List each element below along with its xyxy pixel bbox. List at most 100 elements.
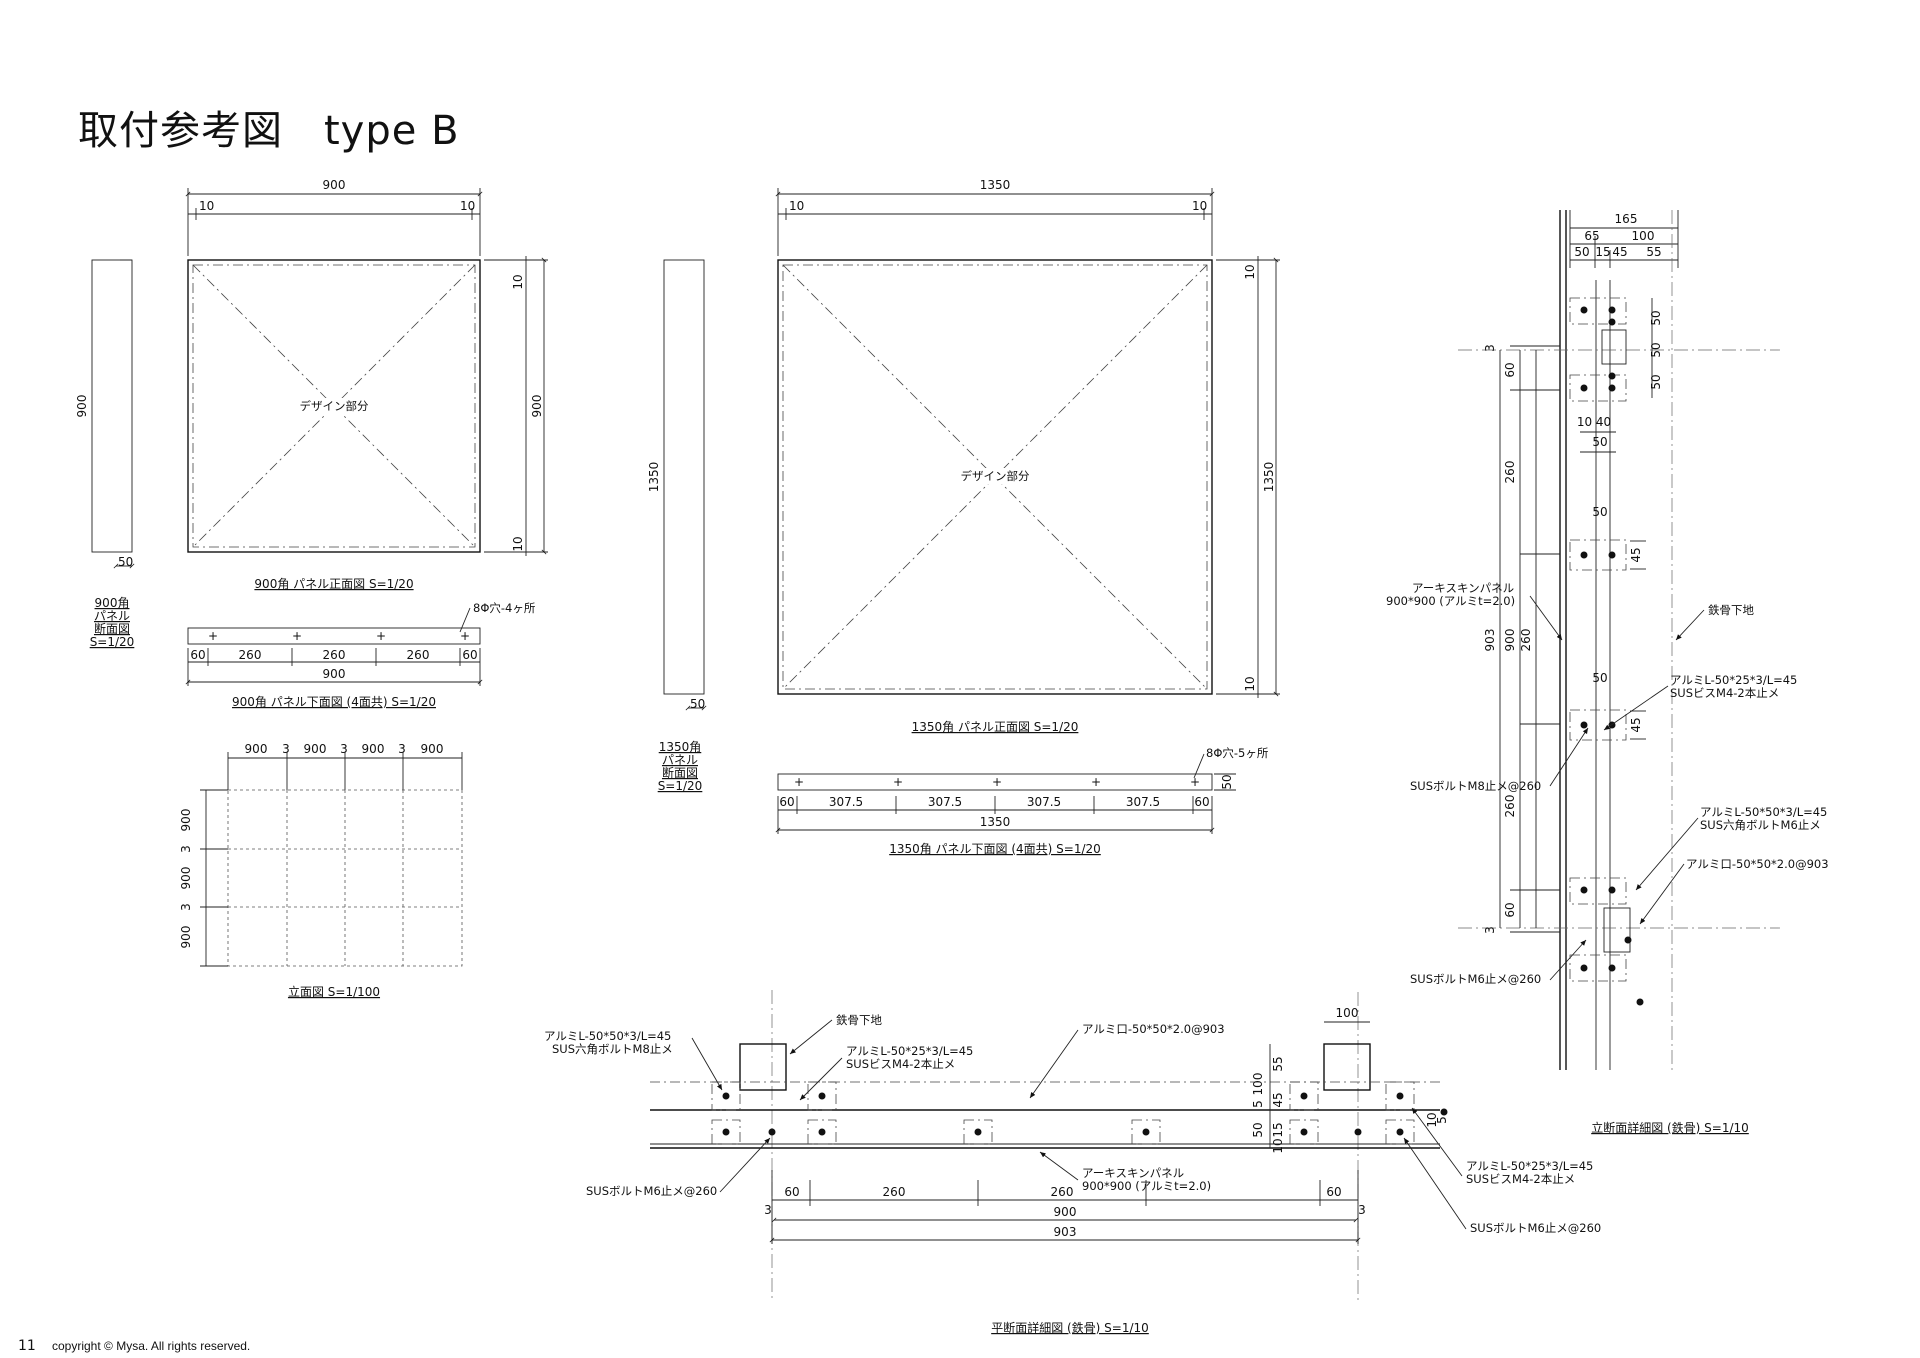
section-900-thickness: 50 (118, 555, 133, 569)
ps-bottom-3-right: 3 (1358, 1203, 1366, 1217)
vs-right-50a: 50 (1649, 310, 1663, 325)
dim-side-1350: 1350 (1262, 462, 1276, 493)
svg-text:+: + (208, 629, 218, 643)
bottom-900-dim-4: 260 (407, 648, 430, 662)
elev-dim-6: 3 (398, 742, 406, 756)
ps-right-15: 15 (1271, 1122, 1285, 1137)
plan-section-detail: アルミL-50*50*3/L=45 SUS六角ボルトM8止メ 鉄骨下地 アルミL… (544, 990, 1601, 1335)
vs-label-angle-large: アルミL-50*50*3/L=45 (1700, 805, 1827, 819)
svg-text:+: + (460, 629, 470, 643)
bottom-1350-dim-2: 307.5 (829, 795, 863, 809)
bottom-900-dim-3: 260 (323, 648, 346, 662)
ps-dim-100: 100 (1336, 1006, 1359, 1020)
vs-label-skin-panel: アーキスキンパネル (1412, 581, 1514, 595)
ps-bottom-260-b: 260 (1051, 1185, 1074, 1199)
copyright-text: copyright © Mysa. All rights reserved. (52, 1339, 251, 1353)
bottom-900-dim-1: 60 (190, 648, 205, 662)
bottom-1350-dim-6: 60 (1194, 795, 1209, 809)
vs-label-square-pipe: アルミ口-50*50*2.0@903 (1686, 857, 1829, 871)
ps-label-steel-base: 鉄骨下地 (836, 1013, 882, 1027)
elev-dim-2: 3 (282, 742, 290, 756)
ps-bottom-60-right: 60 (1326, 1185, 1341, 1199)
section-1350-caption-2: パネル (662, 753, 698, 767)
ps-label-angle-small-right: アルミL-50*25*3/L=45 (1466, 1159, 1593, 1173)
caption-elevation: 立面図 S=1/100 (288, 984, 380, 999)
elevation-view: 900 3 900 3 900 3 900 900 3 900 3 900 立面… (179, 742, 463, 999)
vs-dim-3-bottom: 3 (1483, 926, 1497, 934)
vs-dim-65: 65 (1584, 229, 1599, 243)
vs-dim-50-mid2: 50 (1592, 671, 1607, 685)
svg-text:+: + (376, 629, 386, 643)
panel-1350-bottom-view: 8Φ穴-5ヶ所 50 +++++ 60 307.5 307.5 307.5 30… (775, 746, 1269, 856)
section-900-height: 900 (75, 395, 89, 418)
panel-900-outline (187, 259, 481, 553)
bottom-1350-dim-1: 60 (779, 795, 794, 809)
ps-label-angle-large: アルミL-50*50*3/L=45 (544, 1029, 671, 1043)
dim-1350-edge-right: 10 (1192, 199, 1207, 213)
section-1350-height: 1350 (647, 462, 661, 493)
panel-900-section: 900 50 900角 パネル 断面図 S=1/20 (75, 259, 135, 649)
ps-right-5: 5 (1251, 1100, 1265, 1108)
vs-dim-100: 100 (1632, 229, 1655, 243)
dim-1350-edge-bottom: 10 (1243, 676, 1257, 691)
dim-edge-bottom: 10 (511, 536, 525, 551)
section-900-caption-1: 900角 (95, 596, 130, 610)
bottom-1350-side: 50 (1220, 774, 1234, 789)
section-1350-caption-4: S=1/20 (658, 779, 703, 793)
vs-right-45b: 45 (1629, 717, 1643, 732)
ps-bottom-260-a: 260 (883, 1185, 906, 1199)
ps-total-903: 903 (1054, 1225, 1077, 1239)
dim-edge-right: 10 (460, 199, 475, 213)
vs-label-angle-small: アルミL-50*25*3/L=45 (1670, 673, 1797, 687)
vs-dim-60-top: 60 (1503, 362, 1517, 377)
vs-dim-165: 165 (1615, 212, 1638, 226)
ps-label-skin-panel: アーキスキンパネル (1082, 1166, 1184, 1180)
caption-1350-front: 1350角 パネル正面図 S=1/20 (912, 720, 1079, 734)
dim-1350-edge-top: 10 (1243, 264, 1257, 279)
ps-label-bolt-m6-right: SUSボルトM6止メ@260 (1470, 1221, 1601, 1235)
section-1350-caption-1: 1350角 (659, 740, 702, 754)
elev-dim-1: 900 (245, 742, 268, 756)
dim-top-900: 900 (323, 178, 346, 192)
elev-dim-3: 900 (304, 742, 327, 756)
page-title: 取付参考図 type B (78, 108, 460, 154)
design-area-label-1350: デザイン部分 (961, 469, 1030, 483)
vs-dim-60-bottom: 60 (1503, 902, 1517, 917)
hole-note-1350: 8Φ穴-5ヶ所 (1206, 746, 1269, 760)
dim-edge-left: 10 (199, 199, 214, 213)
bottom-900-dim-2: 260 (239, 648, 262, 662)
section-1350-caption-3: 断面図 (662, 765, 698, 780)
bottom-1350-total: 1350 (980, 815, 1011, 829)
dim-edge-top: 10 (511, 274, 525, 289)
elev-dim-4: 3 (340, 742, 348, 756)
ps-right-10a: 10 (1271, 1138, 1285, 1153)
vs-dim-50-mid: 50 (1592, 505, 1607, 519)
svg-text:+: + (1091, 775, 1101, 789)
vs-dim-900: 900 (1503, 629, 1517, 652)
vs-dim-1040: 10 40 (1577, 415, 1611, 429)
vs-dim-3-top: 3 (1483, 344, 1497, 352)
ps-label-screw: SUSビスM4-2本止メ (846, 1057, 955, 1071)
caption-vertical-section: 立断面詳細図 (鉄骨) S=1/10 (1591, 1120, 1749, 1135)
vs-dim-260-b: 260 (1519, 629, 1533, 652)
elev-side-5: 900 (179, 926, 193, 949)
ps-label-square-pipe: アルミ口-50*50*2.0@903 (1082, 1022, 1225, 1036)
section-900-caption-2: パネル (94, 609, 130, 623)
elev-side-3: 900 (179, 867, 193, 890)
vs-dim-55: 55 (1646, 245, 1661, 259)
ps-label-screw-right: SUSビスM4-2本止メ (1466, 1172, 1575, 1186)
section-1350-thickness: 50 (690, 697, 705, 711)
elev-side-4: 3 (179, 903, 193, 911)
ps-bottom-60-left: 60 (784, 1185, 799, 1199)
vs-label-steel-base: 鉄骨下地 (1708, 603, 1754, 617)
bottom-1350-dim-4: 307.5 (1027, 795, 1061, 809)
ps-label-skin-size: 900*900 (アルミt=2.0) (1082, 1179, 1211, 1193)
elev-dim-7: 900 (421, 742, 444, 756)
vs-dim-903: 903 (1483, 629, 1497, 652)
caption-1350-bottom: 1350角 パネル下面図 (4面共) S=1/20 (889, 842, 1101, 856)
vertical-section-detail: 165 65 100 50 15 45 55 (1386, 210, 1829, 1135)
ps-right-50: 50 (1251, 1122, 1265, 1137)
ps-label-angle-small: アルミL-50*25*3/L=45 (846, 1044, 973, 1058)
